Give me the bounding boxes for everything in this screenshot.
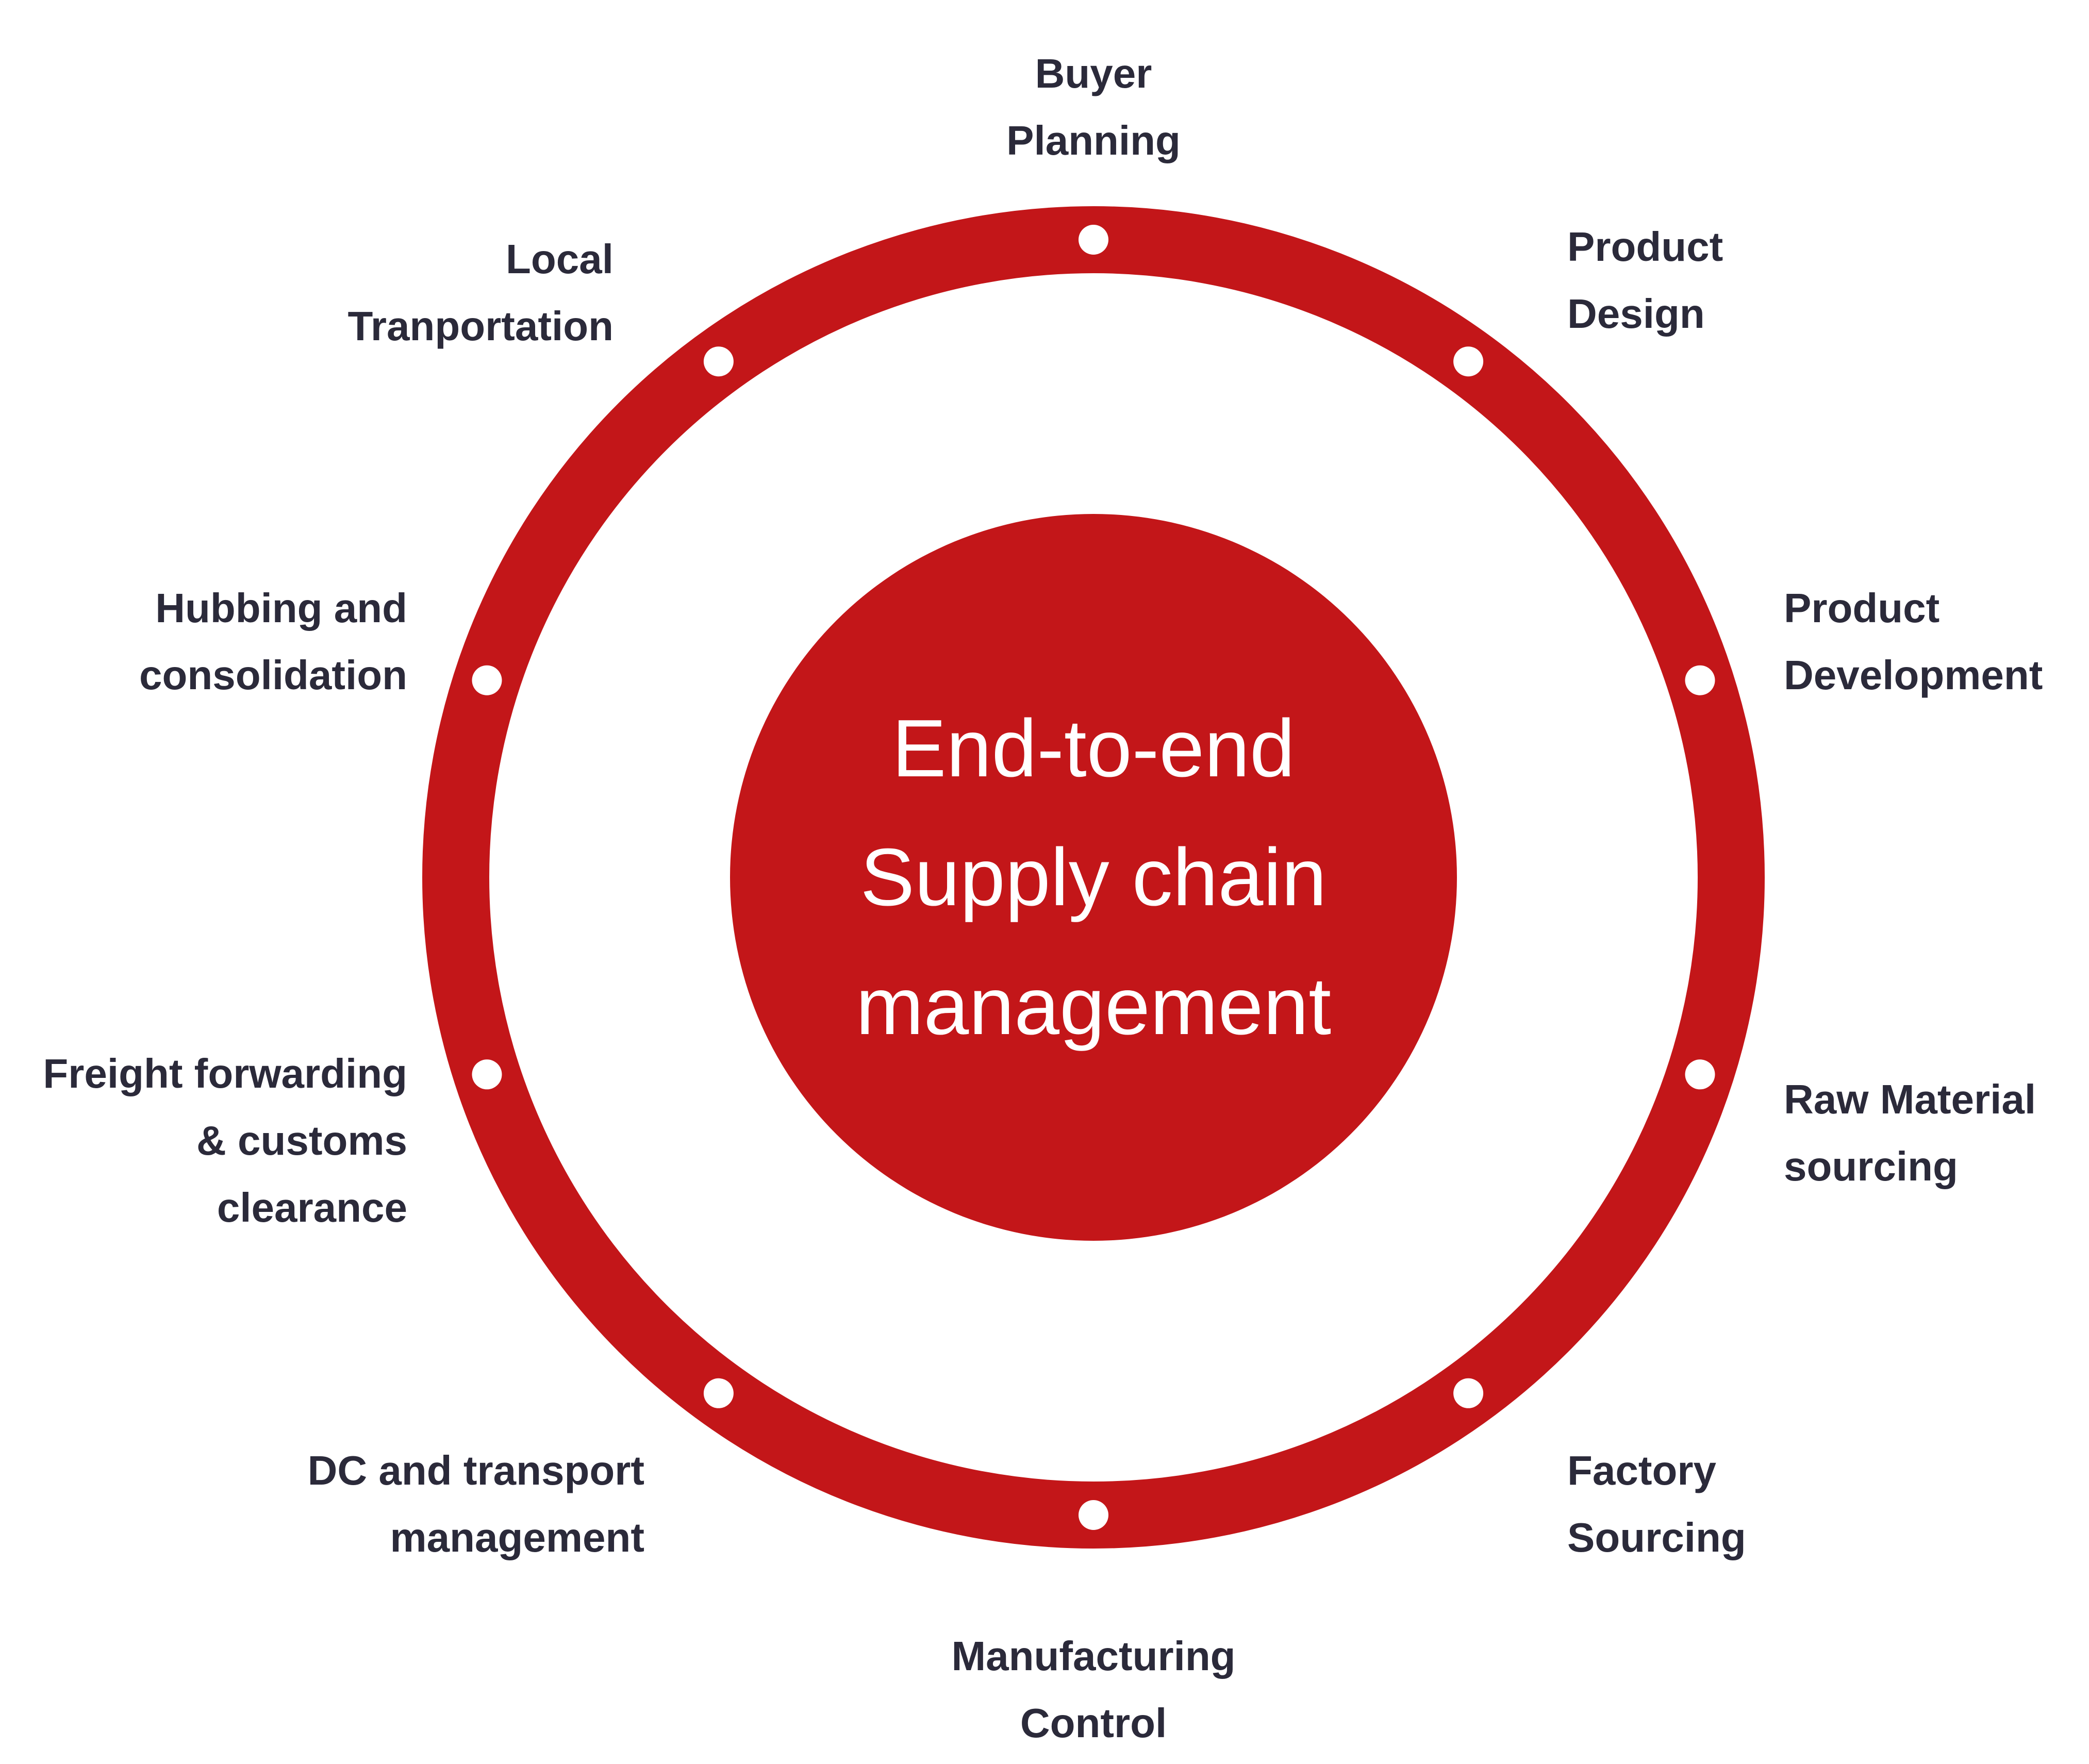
stage-label-hubbing-and-consolidation: Hubbing and consolidation <box>5 575 407 709</box>
stage-label-line: Hubbing and <box>155 585 407 631</box>
stage-label-line: Development <box>1784 652 2043 698</box>
stage-label-line: Sourcing <box>1567 1515 1746 1560</box>
stage-label-buyer-planning: Buyer Planning <box>861 40 1325 174</box>
stage-node-raw-material-sourcing <box>1685 1059 1715 1090</box>
stage-label-line: Manufacturing <box>951 1633 1236 1679</box>
stage-label-line: Local <box>506 236 614 282</box>
stage-label-freight-forwarding-customs-clearance: Freight forwarding & customs clearance <box>5 1040 407 1241</box>
center-disc <box>730 514 1457 1241</box>
stage-label-line: Design <box>1567 291 1705 337</box>
center-title-line: Supply chain <box>860 832 1327 923</box>
stage-label-line: Control <box>1020 1700 1167 1746</box>
stage-node-product-development <box>1685 665 1715 695</box>
stage-node-manufacturing-control <box>1079 1500 1108 1530</box>
center-title: End-to-end Supply chain management <box>730 514 1457 1241</box>
stage-label-raw-material-sourcing: Raw Material sourcing <box>1784 1066 2083 1200</box>
stage-label-line: Product <box>1784 585 1940 631</box>
stage-node-product-design <box>1453 346 1484 377</box>
stage-label-line: consolidation <box>139 652 407 698</box>
stage-node-local-tranportation <box>703 346 734 377</box>
stage-label-line: Planning <box>1006 118 1181 163</box>
stage-label-line: Raw Material <box>1784 1076 2036 1122</box>
stage-label-product-development: Product Development <box>1784 575 2083 709</box>
stage-label-line: sourcing <box>1784 1143 1958 1189</box>
stage-label-line: Product <box>1567 224 1723 270</box>
stage-label-manufacturing-control: Manufacturing Control <box>861 1623 1325 1757</box>
stage-label-line: & customs <box>196 1118 407 1163</box>
stage-label-line: Freight forwarding <box>43 1051 407 1096</box>
center-title-line: management <box>855 961 1332 1052</box>
stage-node-dc-and-transport-management <box>703 1378 734 1408</box>
center-title-line: End-to-end <box>892 703 1295 794</box>
stage-label-line: clearance <box>217 1185 407 1230</box>
stage-node-freight-forwarding-customs-clearance <box>472 1059 502 1090</box>
stage-label-local-tranportation: Local Tranportation <box>201 226 614 360</box>
stage-label-product-design: Product Design <box>1567 213 1980 347</box>
stage-label-line: Tranportation <box>347 303 614 349</box>
stage-label-line: management <box>390 1515 644 1560</box>
node-layer <box>472 225 1715 1530</box>
stage-node-hubbing-and-consolidation <box>472 665 502 695</box>
stage-label-line: Buyer <box>1035 51 1152 96</box>
stage-label-line: DC and transport <box>307 1447 644 1493</box>
stage-label-dc-and-transport-management: DC and transport management <box>155 1437 644 1571</box>
stage-label-line: Factory <box>1567 1447 1716 1493</box>
stage-node-factory-sourcing <box>1453 1378 1484 1408</box>
stage-label-factory-sourcing: Factory Sourcing <box>1567 1437 1980 1571</box>
stage-node-buyer-planning <box>1079 225 1108 255</box>
